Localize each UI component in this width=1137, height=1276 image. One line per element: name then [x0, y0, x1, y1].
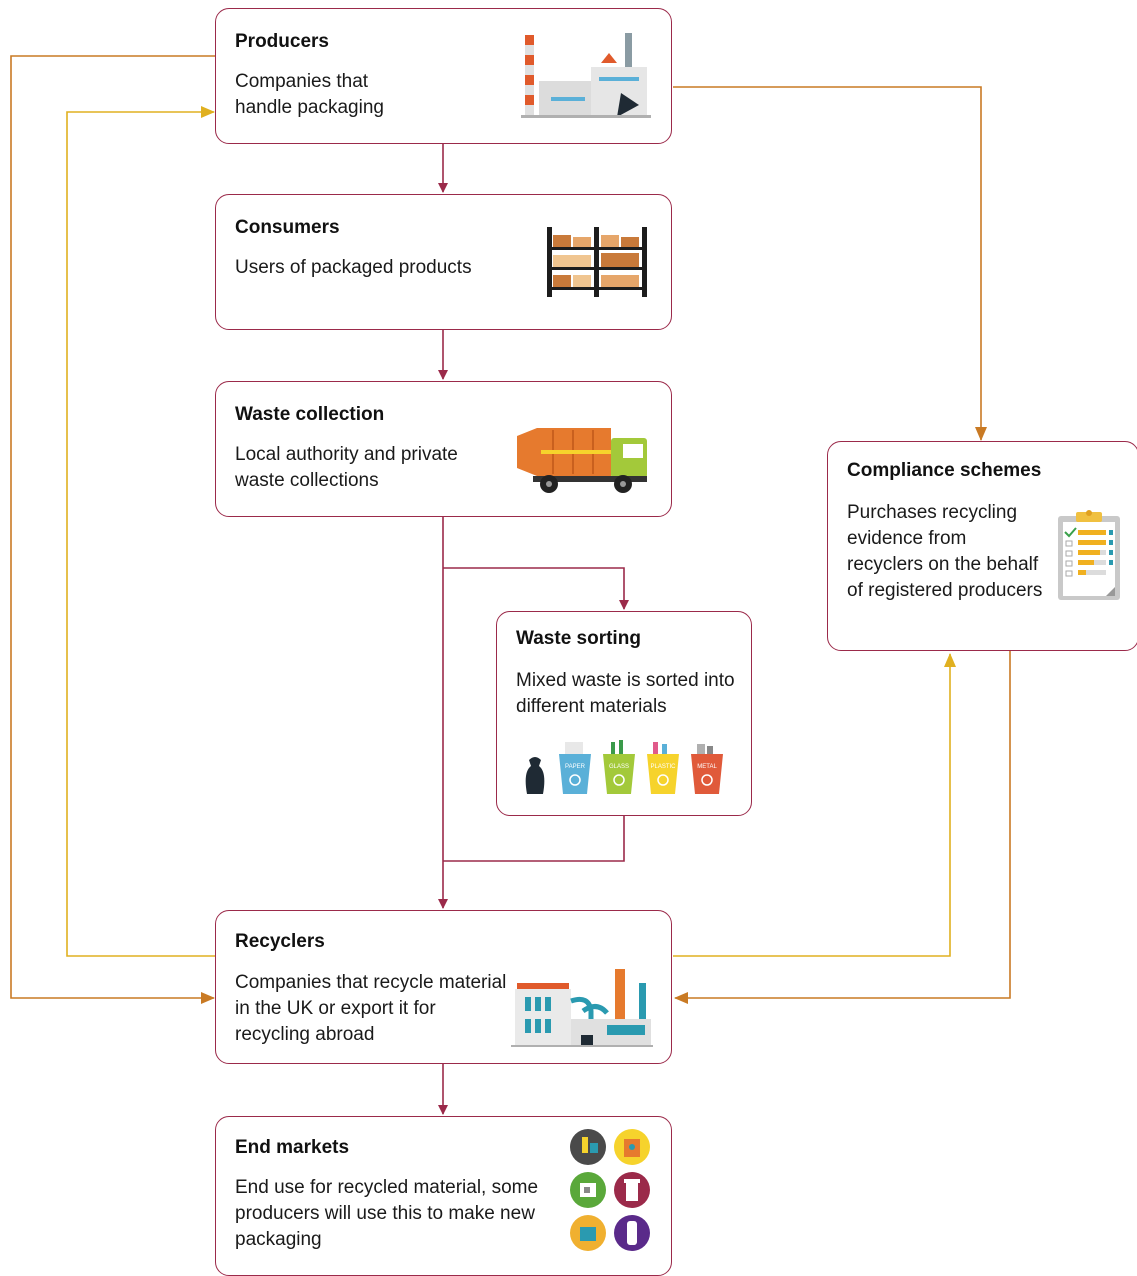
node-title: Compliance schemes [847, 460, 1042, 481]
waste-collection-node: Waste collection Local authority and pri… [215, 381, 672, 517]
end-markets-node: End markets End use for recycled materia… [215, 1116, 672, 1276]
node-description: Mixed waste is sorted into different mat… [516, 670, 735, 717]
node-description: End use for recycled material, some prod… [235, 1177, 539, 1250]
recyclers-node: Recyclers Companies that recycle materia… [215, 910, 672, 1064]
line-sorting-to-recyclers [443, 815, 625, 862]
recycling-plant-icon [511, 969, 653, 1047]
node-title: Waste sorting [516, 628, 641, 649]
compliance-schemes-node: Compliance schemes Purchases recycling e… [827, 441, 1137, 651]
node-description: Users of packaged products [235, 257, 472, 278]
node-title: End markets [235, 1137, 350, 1158]
garbage-truck-icon [517, 428, 647, 493]
producers-node: Producers Companies that handle packagin… [215, 8, 672, 144]
node-description: Companies that recycle material in the U… [235, 972, 507, 1045]
arrow-compliance-to-recyclers [674, 650, 1011, 1004]
node-description: Purchases recycling evidence from recycl… [847, 502, 1043, 601]
factory-icon [521, 33, 651, 118]
warehouse-shelves-icon [547, 227, 647, 297]
bin-label: METAL [697, 764, 717, 770]
bin-label: PLASTIC [650, 764, 676, 770]
node-description: Companies that handle packaging [235, 71, 384, 118]
arrow-recyclers-to-producers [66, 106, 216, 957]
node-title: Consumers [235, 217, 340, 238]
waste-sorting-node: Waste sorting Mixed waste is sorted into… [496, 611, 752, 816]
node-description: Local authority and private waste collec… [235, 444, 458, 491]
node-title: Recyclers [235, 931, 325, 952]
consumers-node: Consumers Users of packaged products [215, 194, 672, 330]
recycling-bins-icon: PAPER GLASS PLASTIC METAL [525, 740, 723, 794]
arrow-producers-to-compliance [673, 86, 987, 441]
arrow-producers-to-recyclers [10, 55, 216, 1004]
bin-label: GLASS [609, 764, 629, 770]
node-title: Waste collection [235, 404, 385, 425]
clipboard-rating-icon [1058, 510, 1120, 600]
arrow-recyclers-to-compliance [673, 653, 956, 957]
arrow-collection-to-sorting [443, 567, 629, 610]
bin-label: PAPER [565, 764, 586, 770]
node-title: Producers [235, 31, 329, 52]
recycled-products-icon [570, 1129, 650, 1251]
